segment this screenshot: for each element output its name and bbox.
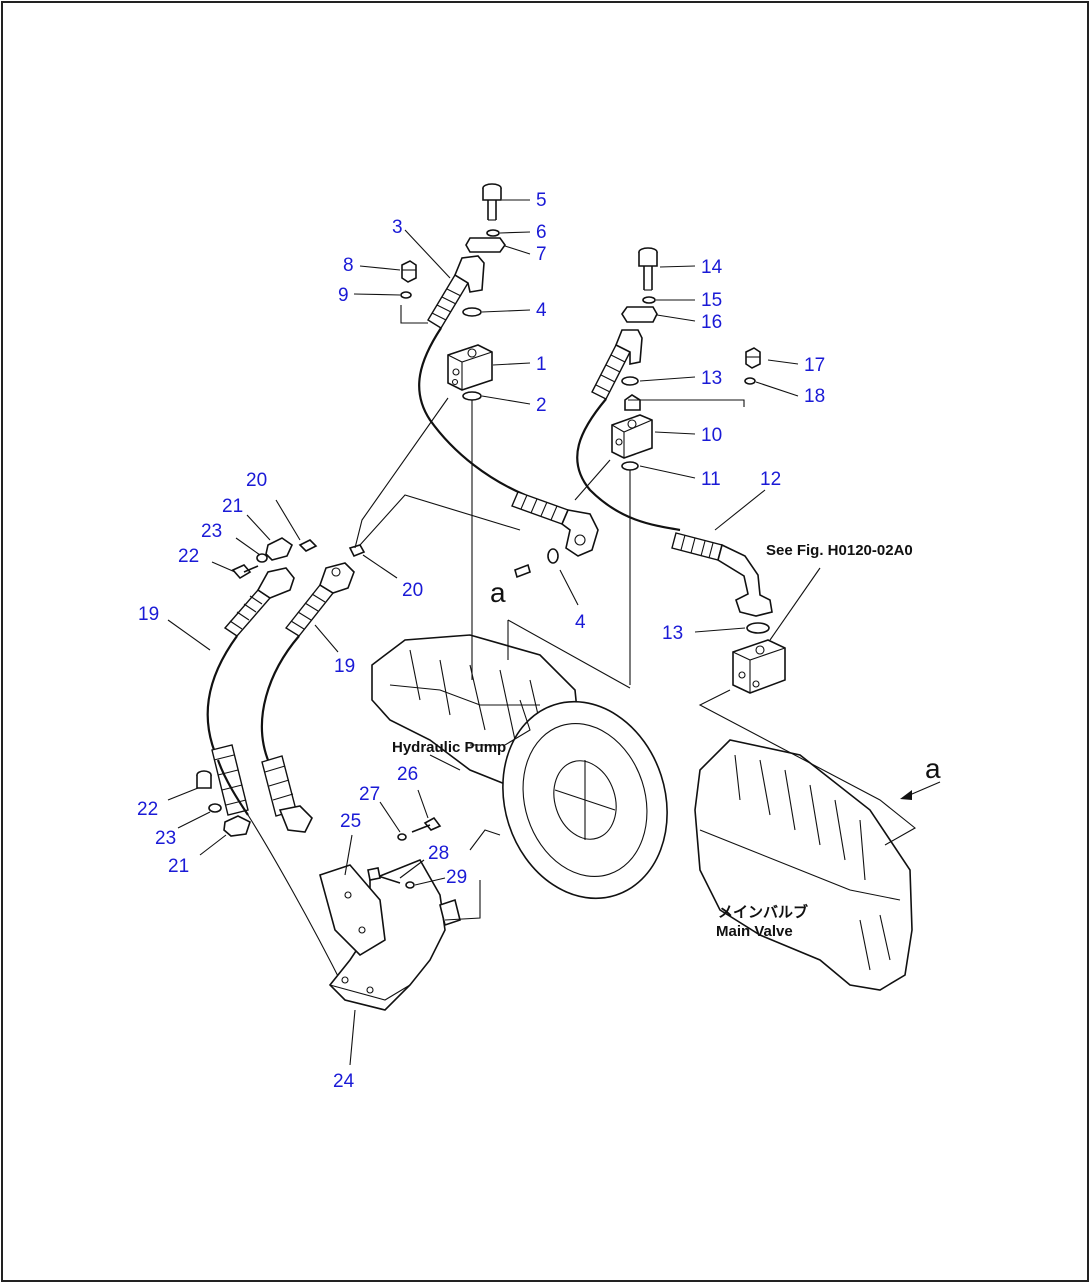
plug-8 <box>401 260 417 283</box>
callout-17: 17 <box>804 355 825 376</box>
bolt-a <box>514 563 531 579</box>
callout-20-a: 20 <box>246 470 267 491</box>
clamp-21-a <box>265 537 294 561</box>
main-valve-jp-label: メインバルブ <box>718 903 808 921</box>
callout-23-b: 23 <box>155 828 176 849</box>
callout-5: 5 <box>536 190 547 211</box>
callout-19-a: 19 <box>138 604 159 625</box>
callout-16: 16 <box>701 312 722 333</box>
o-ring-4-top <box>462 307 482 317</box>
washer-6 <box>486 229 500 237</box>
callout-28: 28 <box>428 843 449 864</box>
callout-22-a: 22 <box>178 546 199 567</box>
block-1 <box>447 344 493 391</box>
ref-letter-a-right: a <box>925 753 941 784</box>
o-ring-11 <box>621 461 639 471</box>
washer-23-a <box>256 553 268 563</box>
bracket-24 <box>328 858 461 1011</box>
callout-2: 2 <box>536 395 547 416</box>
washer-27 <box>397 833 407 841</box>
bolt-28 <box>367 867 401 884</box>
leader-18 <box>628 399 745 407</box>
callout-29: 29 <box>446 867 467 888</box>
callout-11: 11 <box>701 469 721 490</box>
hydraulic-pump <box>371 634 668 900</box>
callout-12: 12 <box>760 469 781 490</box>
callout-6: 6 <box>536 222 547 243</box>
callout-4-top: 4 <box>536 300 547 321</box>
callout-13-lower: 13 <box>662 623 683 644</box>
hose-pump-elbow <box>511 491 599 557</box>
callout-21-b: 21 <box>168 856 189 877</box>
o-ring-4-lower <box>547 548 559 564</box>
callout-8: 8 <box>343 255 354 276</box>
washer-15 <box>642 296 656 304</box>
callout-21-a: 21 <box>222 496 243 517</box>
hose-19-left-end <box>216 759 249 816</box>
bolt-5 <box>482 183 502 221</box>
arrow-a-right <box>900 781 941 800</box>
o-ring-20-a <box>298 539 318 552</box>
see-fig-note: See Fig. H0120-02A0 <box>766 542 913 559</box>
leader-lines <box>167 199 799 1066</box>
callout-20-b: 20 <box>402 580 423 601</box>
clamp-21-b <box>223 815 251 837</box>
leader-9 <box>400 305 428 324</box>
bolt-22-a <box>231 564 259 580</box>
callout-10: 10 <box>701 425 722 446</box>
callout-25: 25 <box>340 811 361 832</box>
callout-15: 15 <box>701 290 722 311</box>
callout-24: 24 <box>333 1071 355 1092</box>
callout-18: 18 <box>804 386 825 407</box>
hose-19-right <box>260 562 355 833</box>
hydraulic-pump-label: Hydraulic Pump <box>392 739 506 756</box>
callout-9: 9 <box>338 285 349 306</box>
o-ring-2 <box>462 391 482 401</box>
o-ring-9 <box>400 291 412 299</box>
main-valve-en-label: Main Valve <box>716 923 793 940</box>
hose-19-left <box>206 567 295 816</box>
block-10-cap <box>624 394 641 411</box>
plug-17 <box>745 347 761 369</box>
block-10 <box>611 414 653 459</box>
hose-12 <box>671 532 773 617</box>
hose-12-upper <box>576 329 681 532</box>
o-ring-13-lower <box>746 622 770 634</box>
bolt-26 <box>411 816 442 833</box>
callout-14: 14 <box>701 257 723 278</box>
clamp-16 <box>621 306 658 323</box>
callout-7: 7 <box>536 244 547 265</box>
callout-13-top: 13 <box>701 368 722 389</box>
leader-hose-to-bracket <box>247 814 346 991</box>
callout-23-a: 23 <box>201 521 222 542</box>
ref-letter-a-left: a <box>490 577 506 608</box>
callout-27: 27 <box>359 784 380 805</box>
bracket-25 <box>319 864 386 957</box>
callout-1: 1 <box>536 354 547 375</box>
bolt-14 <box>638 247 658 291</box>
callout-4-lower: 4 <box>575 612 586 633</box>
callout-19-b: 19 <box>334 656 355 677</box>
main-valve <box>694 739 913 991</box>
block-lower-right <box>732 639 786 694</box>
hose-3 <box>418 255 526 497</box>
o-ring-20-b <box>348 544 366 558</box>
washer-23-b <box>208 803 222 813</box>
o-ring-13-top <box>621 376 639 386</box>
callout-22-b: 22 <box>137 799 158 820</box>
clamp-7 <box>465 237 506 253</box>
callout-3: 3 <box>392 217 403 238</box>
o-ring-18 <box>744 377 756 385</box>
washer-29 <box>405 881 415 889</box>
bolt-22-b <box>196 770 212 789</box>
connection-lines <box>354 397 916 921</box>
callout-26: 26 <box>397 764 418 785</box>
